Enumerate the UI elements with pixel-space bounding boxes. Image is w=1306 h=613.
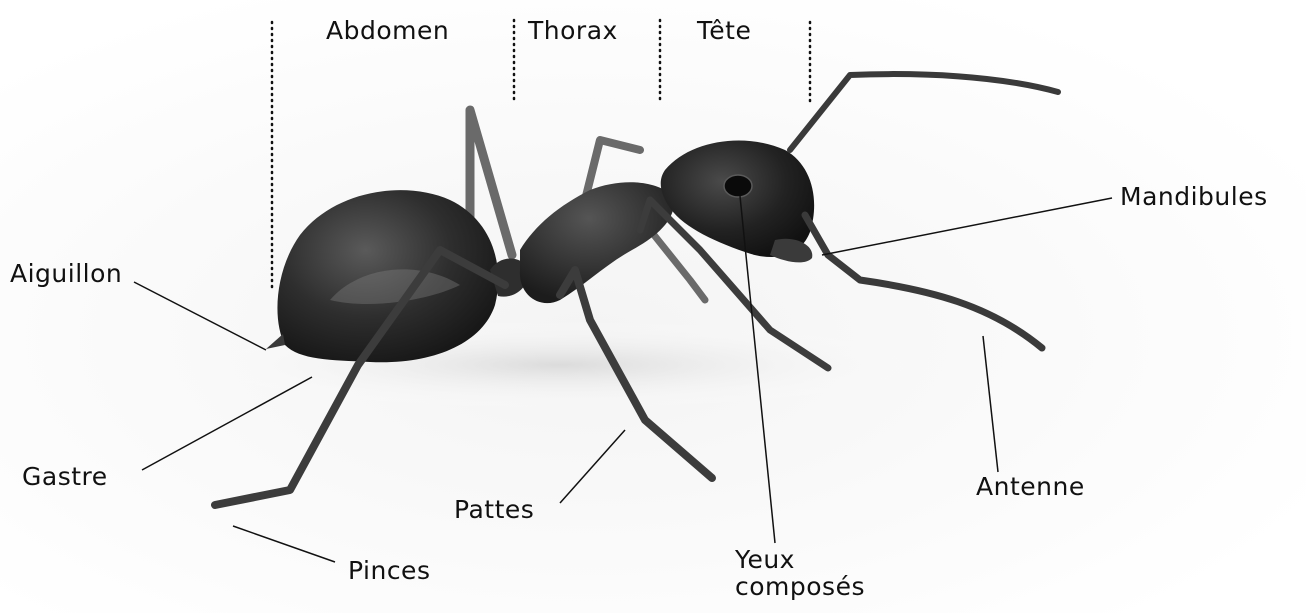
leader-mandibules	[822, 198, 1112, 255]
leader-pattes	[560, 430, 625, 503]
leader-pinces	[233, 526, 335, 562]
label-yeux-composes: Yeux composés	[735, 546, 865, 602]
label-yeux-line2: composés	[735, 573, 865, 602]
antenna-upper	[790, 74, 1058, 150]
label-tete: Tête	[697, 17, 751, 46]
label-thorax: Thorax	[528, 17, 618, 46]
label-pinces: Pinces	[348, 557, 430, 586]
label-gastre: Gastre	[22, 463, 108, 492]
label-abdomen: Abdomen	[326, 17, 449, 46]
ant-compound-eye	[724, 175, 752, 197]
label-antenne: Antenne	[976, 473, 1085, 502]
label-aiguillon: Aiguillon	[10, 260, 122, 289]
ant-mandible	[770, 239, 812, 263]
leader-aiguillon	[134, 282, 266, 350]
far-leg-front	[650, 230, 705, 300]
label-yeux-line1: Yeux	[735, 546, 865, 575]
leader-gastre	[142, 377, 312, 470]
label-mandibules: Mandibules	[1120, 183, 1268, 212]
ant-antennae	[790, 74, 1058, 348]
label-pattes: Pattes	[454, 496, 534, 525]
leader-antenne	[983, 336, 998, 472]
